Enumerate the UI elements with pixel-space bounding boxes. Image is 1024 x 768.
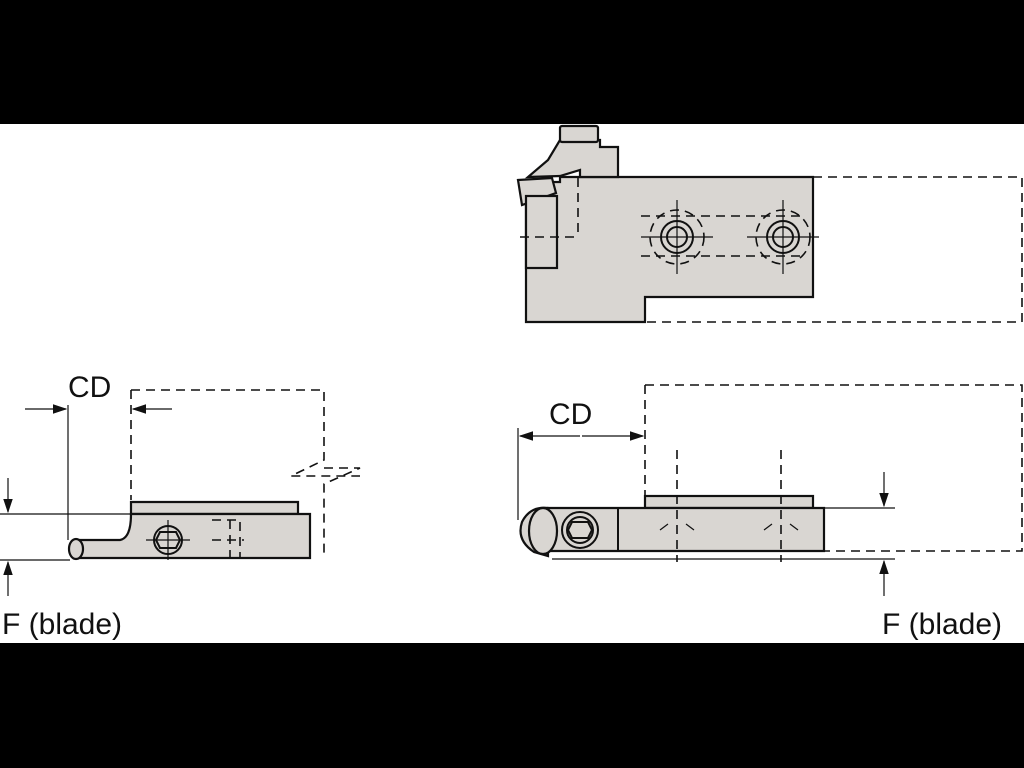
hidden-slot: [641, 215, 806, 257]
holder-body: [524, 175, 815, 324]
mounting-hole-left: [641, 200, 713, 274]
top-plate: [643, 494, 815, 510]
blade-body: [74, 512, 312, 560]
letterbox-top: [0, 0, 1024, 124]
top-view-holder: [516, 124, 1023, 324]
f-label: F (blade): [2, 608, 122, 641]
shank-outline: [645, 384, 1023, 552]
shank-extension-outline: [645, 176, 1023, 323]
blade-tip-round: [527, 506, 559, 556]
hidden-hole: [212, 519, 244, 558]
mounting-hole-right: [747, 200, 819, 274]
technical-drawing: CD F (blade) CD F: [0, 124, 1023, 641]
side-view-left: CD F (blade): [0, 371, 361, 641]
clamp-screw-head: [558, 124, 600, 144]
cd-label: CD: [549, 398, 592, 431]
drawing-canvas: CD F (blade) CD F: [0, 124, 1024, 643]
f-label: F (blade): [882, 608, 1002, 641]
cd-label: CD: [68, 371, 111, 404]
blade-tip: [67, 537, 85, 561]
blade-pocket: [524, 194, 559, 270]
letterbox-bottom: [0, 643, 1024, 768]
clamp: [524, 138, 620, 179]
screw-icon: [561, 511, 599, 549]
hole-centerlines: [676, 450, 782, 562]
side-view-right: CD F (blade): [517, 384, 1023, 641]
hidden-hole-marks: [659, 523, 799, 531]
top-plate: [129, 500, 300, 516]
shank-break: [323, 467, 361, 558]
screw-icon: [146, 520, 190, 560]
shank-outline-upper: [131, 389, 360, 477]
